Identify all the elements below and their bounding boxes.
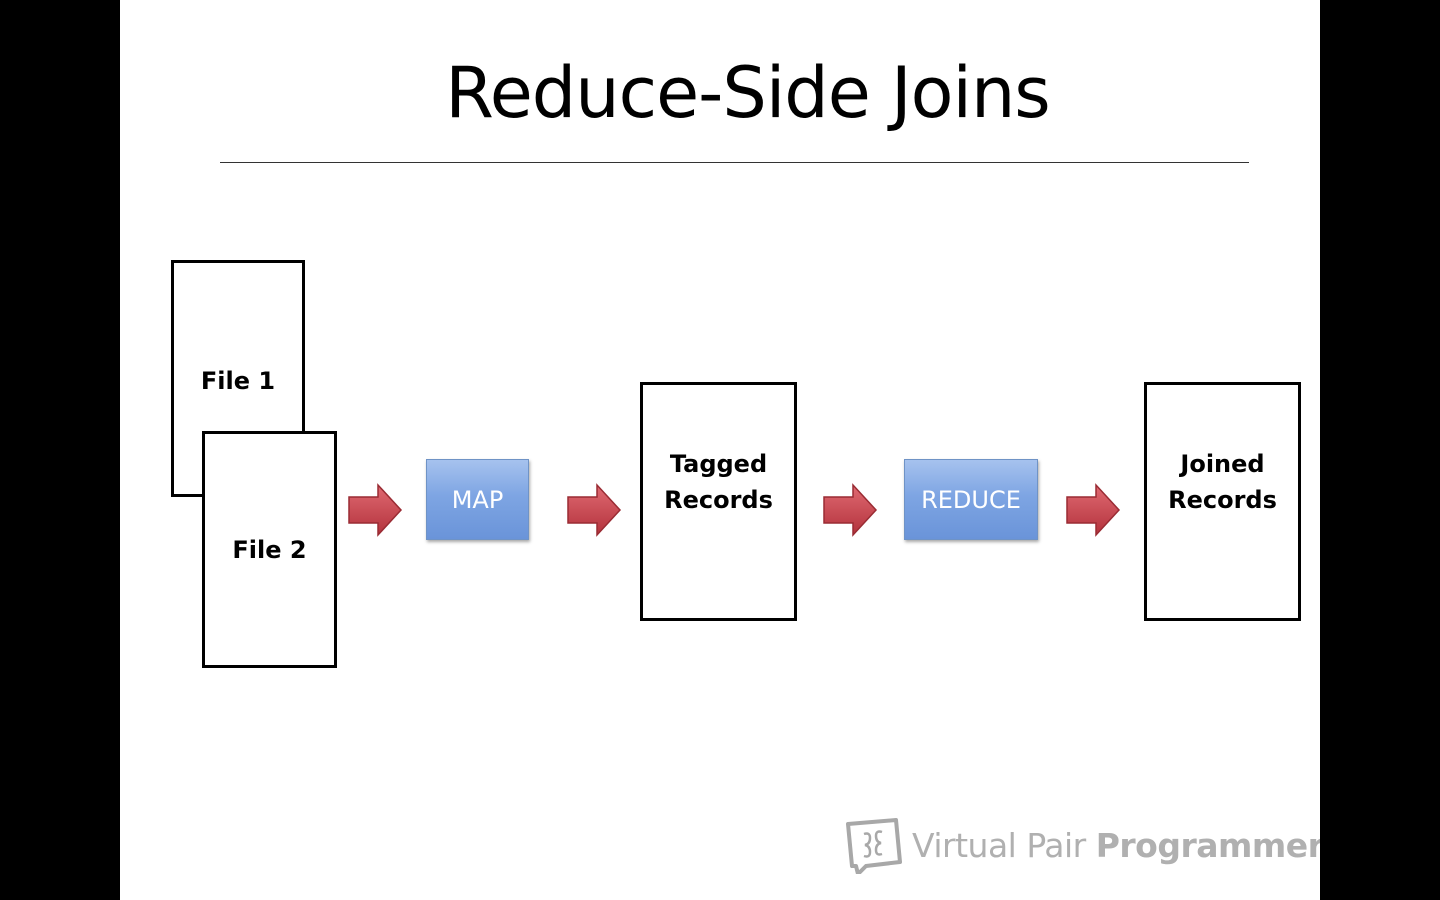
speech-bubbles-logo-icon <box>846 818 902 874</box>
brand-bold-text: Programmers <box>1095 826 1320 865</box>
brand-light-text: Virtual Pair <box>912 826 1096 865</box>
file2-box: File 2 <box>202 431 337 668</box>
title-underline <box>220 162 1249 163</box>
file1-label: File 1 <box>200 367 276 395</box>
tagged-records-label: Tagged Records <box>664 449 773 514</box>
brand-wordmark: Virtual Pair Programmers <box>912 826 1320 865</box>
joined-records-box: Joined Records <box>1144 382 1301 621</box>
arrow-right-icon <box>1066 483 1121 537</box>
tagged-records-box: Tagged Records <box>640 382 797 621</box>
arrow-right-icon <box>567 483 622 537</box>
map-label: MAP <box>451 485 504 514</box>
arrow-right-icon <box>348 483 403 537</box>
reduce-box: REDUCE <box>904 459 1038 540</box>
file2-label: File 2 <box>232 535 307 564</box>
map-box: MAP <box>426 459 529 540</box>
slide-title: Reduce-Side Joins <box>445 52 1051 134</box>
reduce-label: REDUCE <box>921 485 1021 514</box>
slide: Reduce-Side Joins File 1 File 2 MAP Tagg… <box>120 0 1320 900</box>
arrow-right-icon <box>823 483 878 537</box>
joined-records-label: Joined Records <box>1168 449 1277 514</box>
